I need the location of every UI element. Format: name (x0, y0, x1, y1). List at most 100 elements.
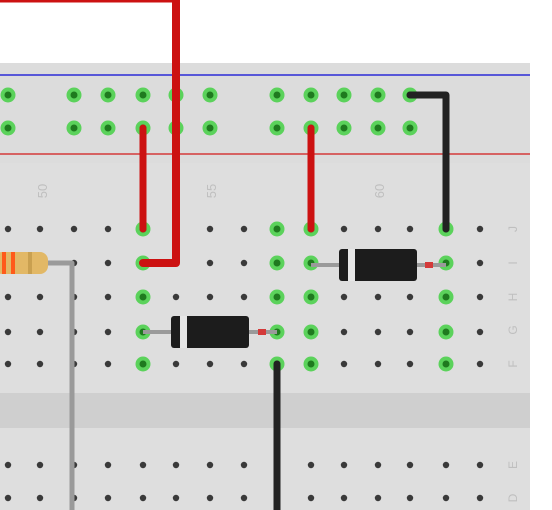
terminal-hole[interactable] (374, 494, 382, 502)
terminal-hole[interactable] (476, 360, 484, 368)
wire-gray-resistor-lead[interactable] (40, 260, 75, 510)
terminal-hole[interactable] (104, 259, 112, 267)
terminal-hole[interactable] (139, 293, 147, 301)
terminal-hole[interactable] (307, 293, 315, 301)
terminal-hole[interactable] (36, 360, 44, 368)
terminal-hole[interactable] (406, 225, 414, 233)
terminal-hole[interactable] (172, 360, 180, 368)
terminal-hole[interactable] (240, 461, 248, 469)
terminal-hole[interactable] (476, 293, 484, 301)
terminal-hole[interactable] (340, 225, 348, 233)
terminal-hole[interactable] (273, 225, 281, 233)
terminal-hole[interactable] (476, 461, 484, 469)
terminal-hole[interactable] (406, 293, 414, 301)
terminal-hole[interactable] (172, 293, 180, 301)
rail-hole[interactable] (374, 124, 382, 132)
rail-hole[interactable] (340, 91, 348, 99)
terminal-hole[interactable] (4, 494, 12, 502)
terminal-hole[interactable] (4, 360, 12, 368)
terminal-hole[interactable] (206, 494, 214, 502)
terminal-hole[interactable] (70, 225, 78, 233)
terminal-hole[interactable] (476, 494, 484, 502)
terminal-hole[interactable] (206, 225, 214, 233)
terminal-hole[interactable] (374, 360, 382, 368)
terminal-hole[interactable] (240, 494, 248, 502)
terminal-hole[interactable] (442, 360, 450, 368)
rail-hole[interactable] (206, 124, 214, 132)
terminal-hole[interactable] (4, 293, 12, 301)
terminal-hole[interactable] (104, 328, 112, 336)
terminal-hole[interactable] (307, 461, 315, 469)
terminal-hole[interactable] (104, 461, 112, 469)
rail-hole[interactable] (273, 124, 281, 132)
terminal-hole[interactable] (206, 461, 214, 469)
terminal-hole[interactable] (340, 360, 348, 368)
rail-hole[interactable] (4, 124, 12, 132)
terminal-hole[interactable] (374, 225, 382, 233)
rail-hole[interactable] (340, 124, 348, 132)
terminal-hole[interactable] (139, 360, 147, 368)
rail-hole[interactable] (70, 124, 78, 132)
terminal-hole[interactable] (36, 328, 44, 336)
terminal-hole[interactable] (374, 328, 382, 336)
terminal-hole[interactable] (172, 461, 180, 469)
terminal-hole[interactable] (406, 328, 414, 336)
terminal-hole[interactable] (476, 328, 484, 336)
terminal-hole[interactable] (476, 259, 484, 267)
diode-lower[interactable] (143, 316, 277, 348)
rail-hole[interactable] (307, 91, 315, 99)
terminal-hole[interactable] (206, 293, 214, 301)
terminal-hole[interactable] (340, 293, 348, 301)
terminal-hole[interactable] (307, 328, 315, 336)
terminal-hole[interactable] (406, 461, 414, 469)
terminal-hole[interactable] (4, 225, 12, 233)
diode-upper[interactable] (311, 249, 446, 281)
terminal-hole[interactable] (273, 259, 281, 267)
terminal-hole[interactable] (206, 259, 214, 267)
rail-hole[interactable] (139, 91, 147, 99)
rail-hole[interactable] (374, 91, 382, 99)
rail-hole[interactable] (406, 124, 414, 132)
terminal-hole[interactable] (307, 360, 315, 368)
terminal-hole[interactable] (104, 293, 112, 301)
terminal-hole[interactable] (340, 494, 348, 502)
terminal-hole[interactable] (139, 461, 147, 469)
rail-hole[interactable] (104, 124, 112, 132)
terminal-hole[interactable] (139, 494, 147, 502)
terminal-hole[interactable] (476, 225, 484, 233)
terminal-hole[interactable] (406, 494, 414, 502)
terminal-hole[interactable] (36, 225, 44, 233)
terminal-hole[interactable] (374, 461, 382, 469)
rail-hole[interactable] (273, 91, 281, 99)
terminal-hole[interactable] (240, 293, 248, 301)
terminal-hole[interactable] (206, 360, 214, 368)
terminal-hole[interactable] (104, 494, 112, 502)
terminal-hole[interactable] (4, 461, 12, 469)
wire-red-long[interactable] (139, 0, 180, 267)
terminal-hole[interactable] (104, 225, 112, 233)
terminal-hole[interactable] (36, 293, 44, 301)
terminal-hole[interactable] (240, 259, 248, 267)
terminal-hole[interactable] (340, 461, 348, 469)
terminal-hole[interactable] (374, 293, 382, 301)
terminal-hole[interactable] (172, 494, 180, 502)
terminal-hole[interactable] (240, 360, 248, 368)
terminal-hole[interactable] (442, 461, 450, 469)
terminal-hole[interactable] (273, 293, 281, 301)
terminal-hole[interactable] (406, 360, 414, 368)
terminal-hole[interactable] (442, 494, 450, 502)
terminal-hole[interactable] (104, 360, 112, 368)
terminal-hole[interactable] (442, 328, 450, 336)
resistor[interactable] (0, 252, 48, 274)
terminal-hole[interactable] (4, 328, 12, 336)
terminal-hole[interactable] (36, 461, 44, 469)
wire-black-right[interactable] (406, 91, 450, 233)
terminal-hole[interactable] (36, 494, 44, 502)
rail-hole[interactable] (206, 91, 214, 99)
terminal-hole[interactable] (307, 494, 315, 502)
rail-hole[interactable] (4, 91, 12, 99)
terminal-hole[interactable] (442, 293, 450, 301)
terminal-hole[interactable] (340, 328, 348, 336)
terminal-hole[interactable] (240, 225, 248, 233)
rail-hole[interactable] (70, 91, 78, 99)
